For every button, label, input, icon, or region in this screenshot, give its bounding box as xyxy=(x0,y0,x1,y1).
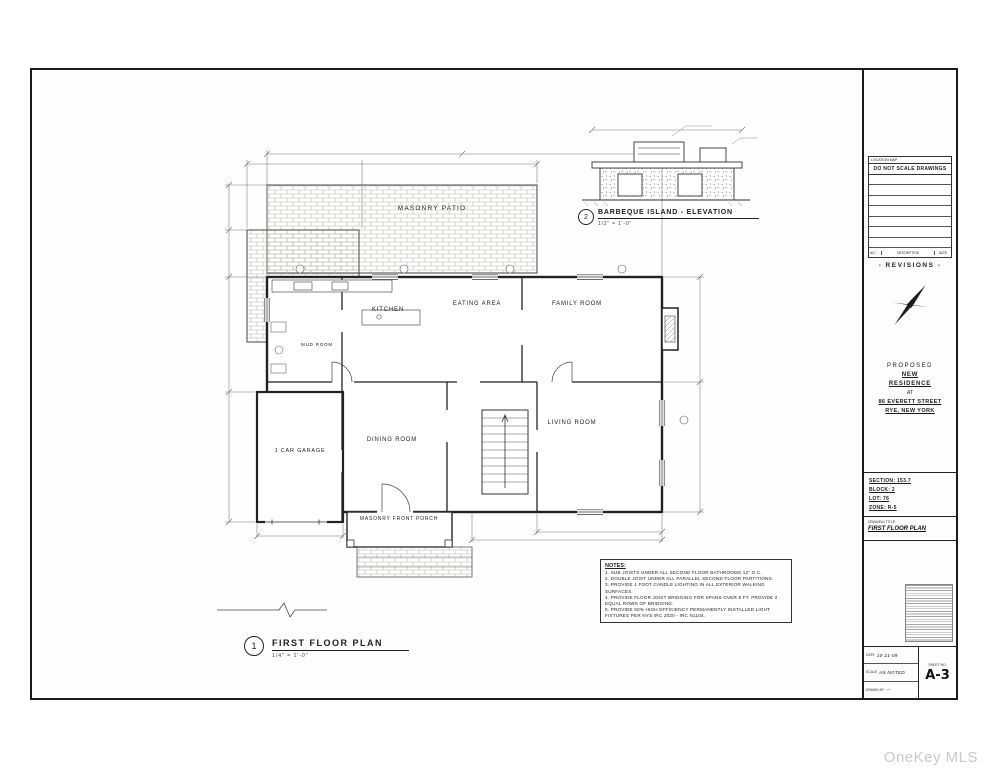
room-label-dining-room: DINING ROOM xyxy=(366,437,418,443)
revisions-title: - REVISIONS - xyxy=(878,262,942,269)
note-item: 5. PROVIDE 50% HIGH EFFICIENCY PERMANENT… xyxy=(605,607,771,619)
front-steps xyxy=(357,556,472,568)
title-block: LOCATION MAP DO NOT SCALE DRAWINGS NO. D… xyxy=(862,70,956,698)
divider xyxy=(864,540,956,541)
zone-value: ZONE: R-5 xyxy=(869,505,897,511)
note-item: 4. PROVIDE FLOOR JOIST BRIDGING FOR SPAN… xyxy=(605,594,778,606)
room-label-mud-room: MUD ROOM xyxy=(301,342,333,347)
title-block-footer: DATE 10-21-09 SCALE AS NOTED DRAWN BY — … xyxy=(864,646,956,698)
scale-value: AS NOTED xyxy=(879,669,906,675)
revision-table-header: NO. DESCRIPTION DATE xyxy=(869,248,951,257)
sheet-number-box: SHEET NO. A-3 xyxy=(918,647,956,698)
bbq-elevation-linework xyxy=(582,125,758,207)
detail-callout-number: 2 xyxy=(578,209,594,225)
wall-tag-circles xyxy=(295,264,689,425)
fine-print-block xyxy=(905,584,953,642)
drawing-sheet: MASONRY PATIO KITCHEN EATING AREA FAMILY… xyxy=(30,68,958,700)
plan-callout-number: 1 xyxy=(244,636,264,656)
date-value: 10-21-09 xyxy=(876,652,898,658)
exterior-walls xyxy=(255,275,679,548)
revision-table: LOCATION MAP DO NOT SCALE DRAWINGS NO. D… xyxy=(868,156,952,258)
stairs xyxy=(481,409,529,495)
proposed-label: PROPOSED xyxy=(886,363,933,369)
address-line-1: 86 EVERETT STREET xyxy=(878,399,942,405)
detail-callout-scale: 1/2" = 1'-0" xyxy=(598,221,632,227)
room-label-living-room: LIVING ROOM xyxy=(547,420,597,426)
room-label-eating-area: EATING AREA xyxy=(452,301,502,307)
onekey-mls-watermark: OneKey MLS xyxy=(883,749,978,766)
new-label: NEW xyxy=(901,372,919,378)
date-row: DATE 10-21-09 xyxy=(864,647,918,665)
residence-label: RESIDENCE xyxy=(888,381,932,387)
room-label-garage: 1 CAR GARAGE xyxy=(274,448,326,454)
project-title-block: PROPOSED NEW RESIDENCE AT 86 EVERETT STR… xyxy=(864,360,956,417)
drawing-title-value: FIRST FLOOR PLAN xyxy=(868,526,926,532)
footer-fields: DATE 10-21-09 SCALE AS NOTED DRAWN BY — xyxy=(864,647,918,698)
sheet-number-value: A-3 xyxy=(925,667,950,683)
room-label-patio: MASONRY PATIO xyxy=(397,205,467,212)
sheet-number-label: SHEET NO. xyxy=(928,662,947,667)
interior-walls xyxy=(267,277,662,522)
note-item: 1. SUB JOISTS UNDER ALL SECOND FLOOR BAT… xyxy=(605,570,762,575)
drawn-by-label: DRAWN BY xyxy=(866,687,885,692)
scale-row: SCALE AS NOTED xyxy=(864,664,918,682)
room-label-family-room: FAMILY ROOM xyxy=(552,301,602,307)
floor-plan-linework xyxy=(217,125,758,618)
divider xyxy=(864,472,956,473)
location-map-label: LOCATION MAP xyxy=(869,157,951,164)
revision-rows xyxy=(869,175,951,248)
rev-date-header: DATE xyxy=(938,250,948,255)
rev-no-header: NO. xyxy=(869,250,882,255)
rev-description-header: DESCRIPTION xyxy=(882,250,935,255)
section-value: SECTION: 153.7 xyxy=(869,478,911,484)
kitchen-fixtures xyxy=(271,279,421,326)
drawing-title-label: DRAWING TITLE xyxy=(868,520,896,524)
room-label-kitchen: KITCHEN xyxy=(372,307,404,313)
drawn-by-value: — xyxy=(886,687,892,693)
notes-block: NOTES: 1. SUB JOISTS UNDER ALL SECOND FL… xyxy=(600,559,792,623)
do-not-scale-label: DO NOT SCALE DRAWINGS xyxy=(869,164,951,175)
room-label-porch: MASONRY FRONT PORCH xyxy=(359,516,439,522)
at-label: AT xyxy=(906,390,914,396)
note-item: 3. PROVIDE 1 FOOT CANDLE LIGHTING IN ALL… xyxy=(605,582,765,594)
bath-fixtures xyxy=(270,321,287,374)
windows xyxy=(264,274,665,525)
drawn-by-row: DRAWN BY — xyxy=(864,682,918,698)
plan-callout-title: FIRST FLOOR PLAN xyxy=(272,638,409,651)
lot-info: SECTION: 153.7 BLOCK: 2 LOT: 76 ZONE: R-… xyxy=(869,478,954,514)
detail-callout-title: BARBEQUE ISLAND - ELEVATION xyxy=(598,209,759,220)
door-swings xyxy=(331,361,573,515)
divider xyxy=(864,516,956,517)
date-label: DATE xyxy=(866,653,875,658)
lot-value: LOT: 76 xyxy=(869,496,890,502)
address-line-2: RYE, NEW YORK xyxy=(885,408,935,414)
front-walk-area xyxy=(356,546,473,578)
note-item: 2. DOUBLE JOIST UNDER ALL PARALLEL SECON… xyxy=(605,576,774,582)
scale-label: SCALE xyxy=(866,670,878,675)
break-line xyxy=(217,602,327,618)
block-value: BLOCK: 2 xyxy=(869,487,896,493)
compass-star-icon xyxy=(891,285,929,325)
plan-callout-scale: 1/4" = 1'-0" xyxy=(272,653,309,659)
notes-heading: NOTES: xyxy=(605,563,626,569)
